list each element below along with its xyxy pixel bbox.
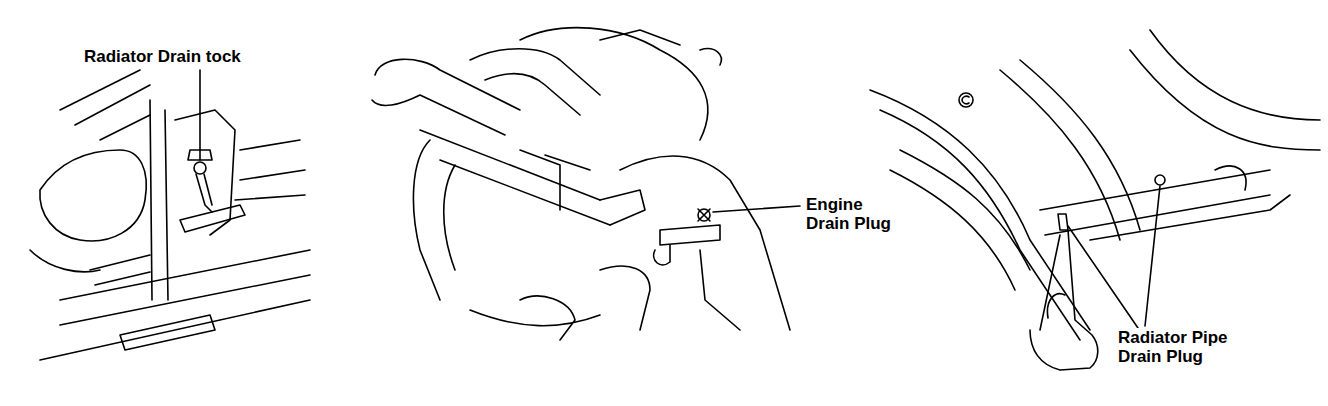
part-label: Radiator Drain tock bbox=[82, 47, 243, 66]
radiator-drawing bbox=[30, 70, 310, 360]
circle-mark bbox=[959, 93, 973, 107]
part-label: Radiator Pipe Drain Plug bbox=[1116, 328, 1238, 366]
engine-drawing bbox=[372, 28, 800, 340]
part-label: Engine Drain Plug bbox=[804, 195, 900, 233]
pipe-drawing bbox=[870, 30, 1320, 370]
